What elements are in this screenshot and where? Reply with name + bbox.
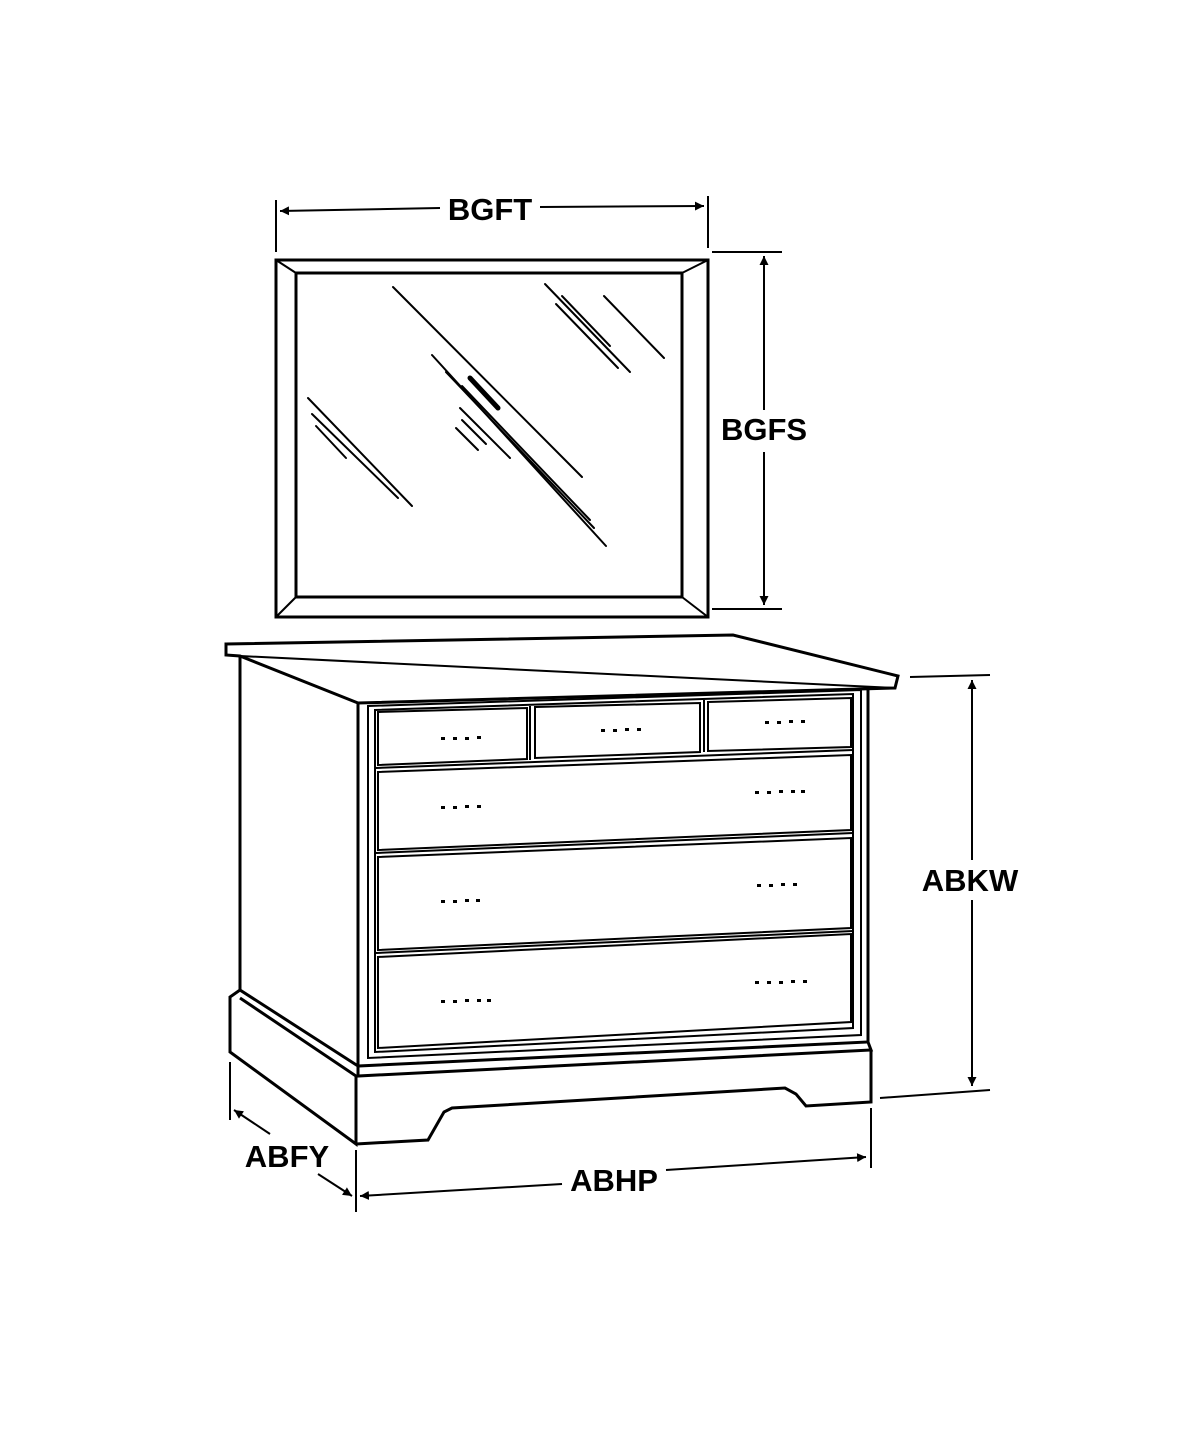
label-dresser-width: ABHP [570,1163,658,1198]
label-mirror-height: BGFS [721,412,807,447]
drawer-handles [441,720,807,1003]
drawer-top-right [707,696,852,753]
dresser-base [228,988,874,1147]
drawer-top-left [377,706,528,767]
handle-icon [765,720,805,724]
handle-icon [441,736,481,740]
top-drawers [377,696,852,767]
dresser-front [356,688,870,1068]
label-dresser-depth: ABFY [245,1139,330,1174]
drawer-top-middle [534,701,701,760]
mirror [274,258,710,619]
handle-icon [441,805,481,809]
handle-icon [755,980,807,984]
dresser-side [238,656,360,1069]
handle-icon [441,999,491,1003]
mirror-frame-outer [274,258,710,619]
dresser [224,633,900,1147]
drawer-4 [377,932,852,1050]
handle-icon [755,790,805,794]
label-mirror-width: BGFT [448,192,532,227]
drawer-3 [377,836,852,952]
label-dresser-height: ABKW [922,863,1019,898]
handle-icon [441,899,480,903]
drawer-2 [377,753,852,852]
dimension-lines [229,196,991,1212]
handle-icon [601,728,641,732]
handle-icon [757,883,797,887]
mirror-glass [294,271,684,599]
mirror-reflection-lines [307,283,665,547]
